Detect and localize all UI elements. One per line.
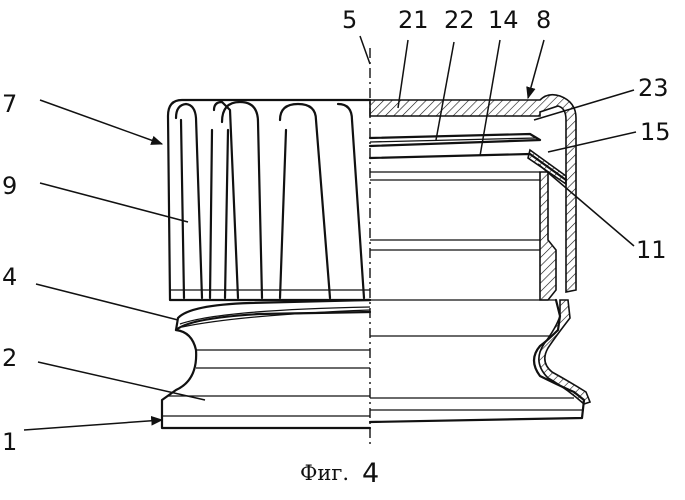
label-5: 5 bbox=[342, 6, 357, 34]
caption-number: 4 bbox=[362, 458, 379, 489]
section-neck-contour bbox=[370, 300, 584, 422]
knurl-rib bbox=[225, 130, 228, 298]
label-7: 7 bbox=[2, 90, 17, 118]
cap-exterior-view bbox=[162, 100, 370, 428]
label-22: 22 bbox=[444, 6, 475, 34]
leader-5 bbox=[360, 36, 370, 64]
leader-9 bbox=[40, 183, 188, 222]
label-14: 14 bbox=[488, 6, 519, 34]
leader-1 bbox=[24, 420, 162, 430]
label-8: 8 bbox=[536, 6, 551, 34]
leader-7 bbox=[40, 100, 162, 144]
figure-caption: Фиг. 4 bbox=[300, 458, 379, 489]
caption-text: Фиг. bbox=[300, 461, 349, 485]
knurl-rib bbox=[181, 120, 184, 298]
leader-2 bbox=[38, 362, 205, 400]
leader-11 bbox=[538, 164, 634, 246]
label-1: 1 bbox=[2, 428, 17, 456]
leader-22 bbox=[436, 42, 454, 140]
label-21: 21 bbox=[398, 6, 429, 34]
label-2: 2 bbox=[2, 344, 17, 372]
knurl-rib bbox=[280, 104, 330, 298]
label-9: 9 bbox=[2, 172, 17, 200]
label-4: 4 bbox=[2, 263, 17, 291]
leader-4 bbox=[36, 284, 178, 320]
knurl-rib bbox=[176, 104, 202, 298]
cap-section-view bbox=[370, 95, 590, 422]
leader-8 bbox=[528, 40, 544, 98]
label-15: 15 bbox=[640, 118, 671, 146]
leader-21 bbox=[398, 40, 408, 108]
knurl-rib bbox=[210, 130, 212, 298]
knurl-rib bbox=[280, 130, 286, 298]
inner-skirt bbox=[540, 172, 556, 300]
thread-band-lines bbox=[180, 307, 370, 327]
label-23: 23 bbox=[638, 74, 669, 102]
section-neck-wall bbox=[539, 300, 590, 404]
label-11: 11 bbox=[636, 236, 667, 264]
knurl-rib bbox=[338, 104, 364, 298]
leader-15 bbox=[548, 132, 636, 152]
neck-contour bbox=[162, 330, 370, 428]
